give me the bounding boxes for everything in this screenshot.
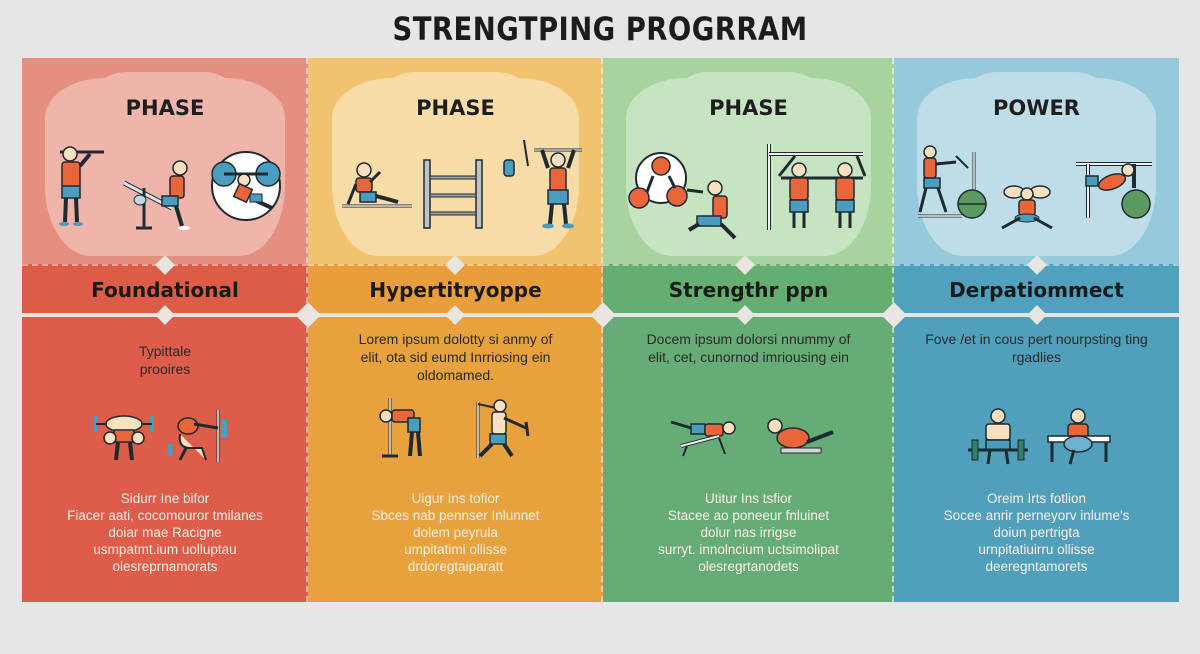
phase-column-power: POWER (894, 58, 1179, 602)
phase-label: PHASE (709, 96, 788, 120)
column-header-area: PHASE (603, 58, 894, 264)
seated-stretch-figure-icon (340, 162, 412, 212)
column-body: Typittale prooires (22, 316, 308, 602)
incline-bench-figure-icon (122, 158, 197, 233)
phase-description: Fove /et in cous pert nourpsting ting rg… (925, 331, 1148, 365)
phase-column-strength: PHASE (603, 58, 894, 602)
phase-title: Strengthr ppn (668, 278, 829, 302)
cable-lunge-figure-icon (472, 398, 534, 462)
phase-title: Hypertitryoppe (369, 278, 542, 302)
column-border (306, 58, 308, 602)
bench-press-circle-icon (210, 150, 282, 222)
program-board: PHASE (22, 58, 1179, 602)
squat-rack-figure-icon (167, 408, 232, 464)
header-bubble (916, 72, 1157, 256)
phase-notes: Sidurr Ine bifor Fiacer aati, cocomouror… (67, 491, 263, 574)
phase-description: Lorem ipsum dolotty si anmy of elit, ota… (358, 331, 553, 383)
crunch-figure-icon (767, 416, 837, 456)
phase-title: Derpatiommect (949, 278, 1124, 302)
phase-notes: Utitur Ins tsfior Stacee ao poneeur fnlu… (658, 491, 839, 574)
column-body: Lorem ipsum dolotty si anmy of elit, ota… (308, 316, 603, 602)
phase-notes: Oreim Irts fotlion Socee anrir perneyorv… (943, 491, 1130, 574)
header-bubble (331, 72, 580, 256)
column-border (601, 58, 603, 602)
page-title: STRENGTPING PROGRRAM (392, 10, 808, 48)
phase-description: Typittale prooires (138, 343, 192, 377)
column-body: Docem ipsum dolorsi nnummy of elit, cet,… (603, 316, 894, 602)
wall-bars-icon (420, 158, 486, 230)
sit-figure-icon (1000, 182, 1054, 232)
pullup-bar-figures-icon (765, 142, 871, 232)
phase-label: POWER (993, 96, 1080, 120)
phase-column-hypertrophy: PHASE (308, 58, 603, 602)
phase-label: PHASE (416, 96, 495, 120)
pole-stretch-figure-icon (378, 396, 428, 460)
dip-bar-ball-figure-icon (1076, 158, 1156, 224)
column-header-area: PHASE (308, 58, 603, 264)
column-header-area: PHASE (22, 58, 308, 264)
standing-barbell-figure-icon (54, 142, 104, 232)
phase-column-foundational: PHASE (22, 58, 308, 602)
column-header-area: POWER (894, 58, 1179, 264)
hip-thrust-figure-icon (1046, 408, 1112, 466)
phase-title: Foundational (91, 278, 239, 302)
phase-label: PHASE (125, 96, 205, 120)
kettlebell-circle-icon (628, 152, 693, 212)
phase-description: Docem ipsum dolorsi nnummy of elit, cet,… (646, 331, 851, 365)
deadlift-figure-icon (966, 408, 1030, 466)
bench-leg-raise-figure-icon (669, 416, 737, 457)
phase-notes: Uigur Ins tofior Sbces nab pennser Inlun… (371, 491, 540, 574)
lunge-figure-icon (686, 180, 747, 242)
barbell-curl-figure-icon (94, 406, 154, 464)
cable-machine-figure-icon (916, 144, 988, 220)
column-body: Fove /et in cous pert nourpsting ting rg… (894, 316, 1179, 602)
overhead-press-figure-icon (503, 139, 584, 230)
column-border (892, 58, 894, 602)
